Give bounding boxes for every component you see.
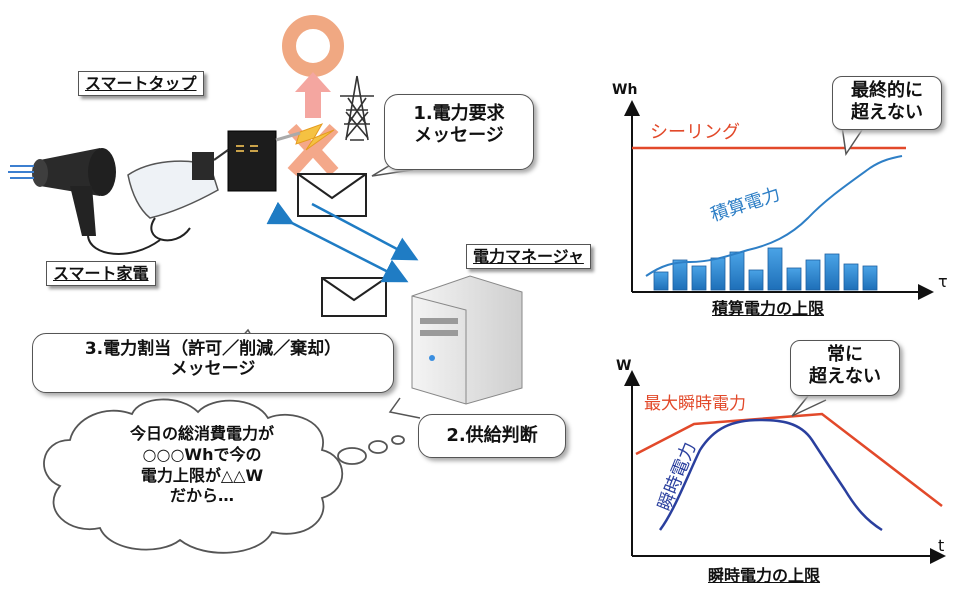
message-arrow-up — [266, 201, 409, 283]
hair-dryer-icon — [8, 148, 161, 255]
bar-glyph — [710, 257, 726, 291]
power-manager-label: 電力マネージャ — [466, 244, 591, 270]
instantaneous-chart — [624, 370, 946, 564]
top-callout-line1: 最終的に — [851, 80, 923, 101]
allocation-message-line1: 3.電力割当（許可／削減／棄却） — [84, 339, 342, 359]
lightning-icon — [295, 123, 335, 151]
ceiling-label: シーリング — [650, 122, 740, 143]
bar-glyph — [843, 263, 859, 291]
envelope-icon — [297, 173, 367, 217]
bar-glyph — [786, 267, 802, 291]
bar-glyph — [862, 265, 878, 291]
thought-line3: 電力上限が△△W — [140, 465, 264, 485]
supply-judgement-bubble: 2.供給判断 — [418, 414, 566, 458]
bar-glyph — [767, 247, 783, 291]
request-message-line1: 1.電力要求 — [413, 103, 505, 124]
top-callout: 最終的に 超えない — [832, 76, 942, 130]
bar-glyph — [691, 265, 707, 291]
bar-glyph — [729, 251, 745, 291]
callout-tail — [791, 395, 827, 417]
cumulative-line — [645, 155, 903, 277]
power-tower-icon — [340, 75, 374, 141]
bar-glyph — [824, 253, 840, 291]
bar-glyph — [748, 269, 764, 291]
callout-tail — [841, 125, 863, 157]
thought-cloud — [43, 398, 405, 554]
request-message-bubble: 1.電力要求 メッセージ — [384, 94, 534, 170]
power-ring-icon — [282, 15, 344, 77]
up-arrow-icon — [295, 72, 331, 118]
thought-text: 今日の総消費電力が ○○○Whで今の 電力上限が△△W だから… — [92, 424, 312, 507]
top-x-unit: τ — [938, 272, 948, 291]
smart-tap-icon — [227, 130, 301, 192]
server-icon — [411, 275, 523, 405]
max-instant-label: 最大瞬時電力 — [644, 394, 746, 414]
allocation-message-line2: メッセージ — [170, 359, 256, 380]
bar-glyph — [653, 271, 669, 291]
allocation-message-bubble: 3.電力割当（許可／削減／棄却） メッセージ — [32, 333, 394, 393]
instant-line — [658, 418, 883, 532]
bar-glyph — [805, 259, 821, 291]
thought-line4: だから… — [169, 486, 234, 506]
envelope-icon — [321, 277, 387, 317]
bottom-chart-caption: 瞬時電力の上限 — [708, 566, 821, 585]
message-arrow-down — [311, 202, 419, 261]
bottom-callout-line1: 常に — [827, 344, 863, 365]
smart-appliance-label: スマート家電 — [46, 261, 156, 287]
request-message-line2: メッセージ — [414, 124, 504, 146]
bottom-callout-line2: 超えない — [809, 365, 881, 387]
thought-line2: ○○○Whで今の — [142, 444, 262, 464]
top-callout-line2: 超えない — [851, 101, 923, 123]
thought-line1: 今日の総消費電力が — [129, 424, 274, 443]
bubble-tail — [388, 397, 421, 419]
power-source-group — [282, 15, 374, 177]
bar-series — [653, 247, 878, 291]
bottom-callout: 常に 超えない — [790, 340, 900, 396]
smart-tap-label: スマートタップ — [78, 71, 204, 97]
bar-glyph — [672, 259, 688, 291]
top-y-unit: Wh — [612, 82, 638, 98]
cumulative-chart — [624, 100, 934, 300]
top-chart-caption: 積算電力の上限 — [712, 299, 825, 318]
bottom-y-unit: W — [616, 358, 632, 374]
hand-plug-icon — [127, 149, 229, 242]
bottom-x-unit: t — [938, 536, 945, 555]
